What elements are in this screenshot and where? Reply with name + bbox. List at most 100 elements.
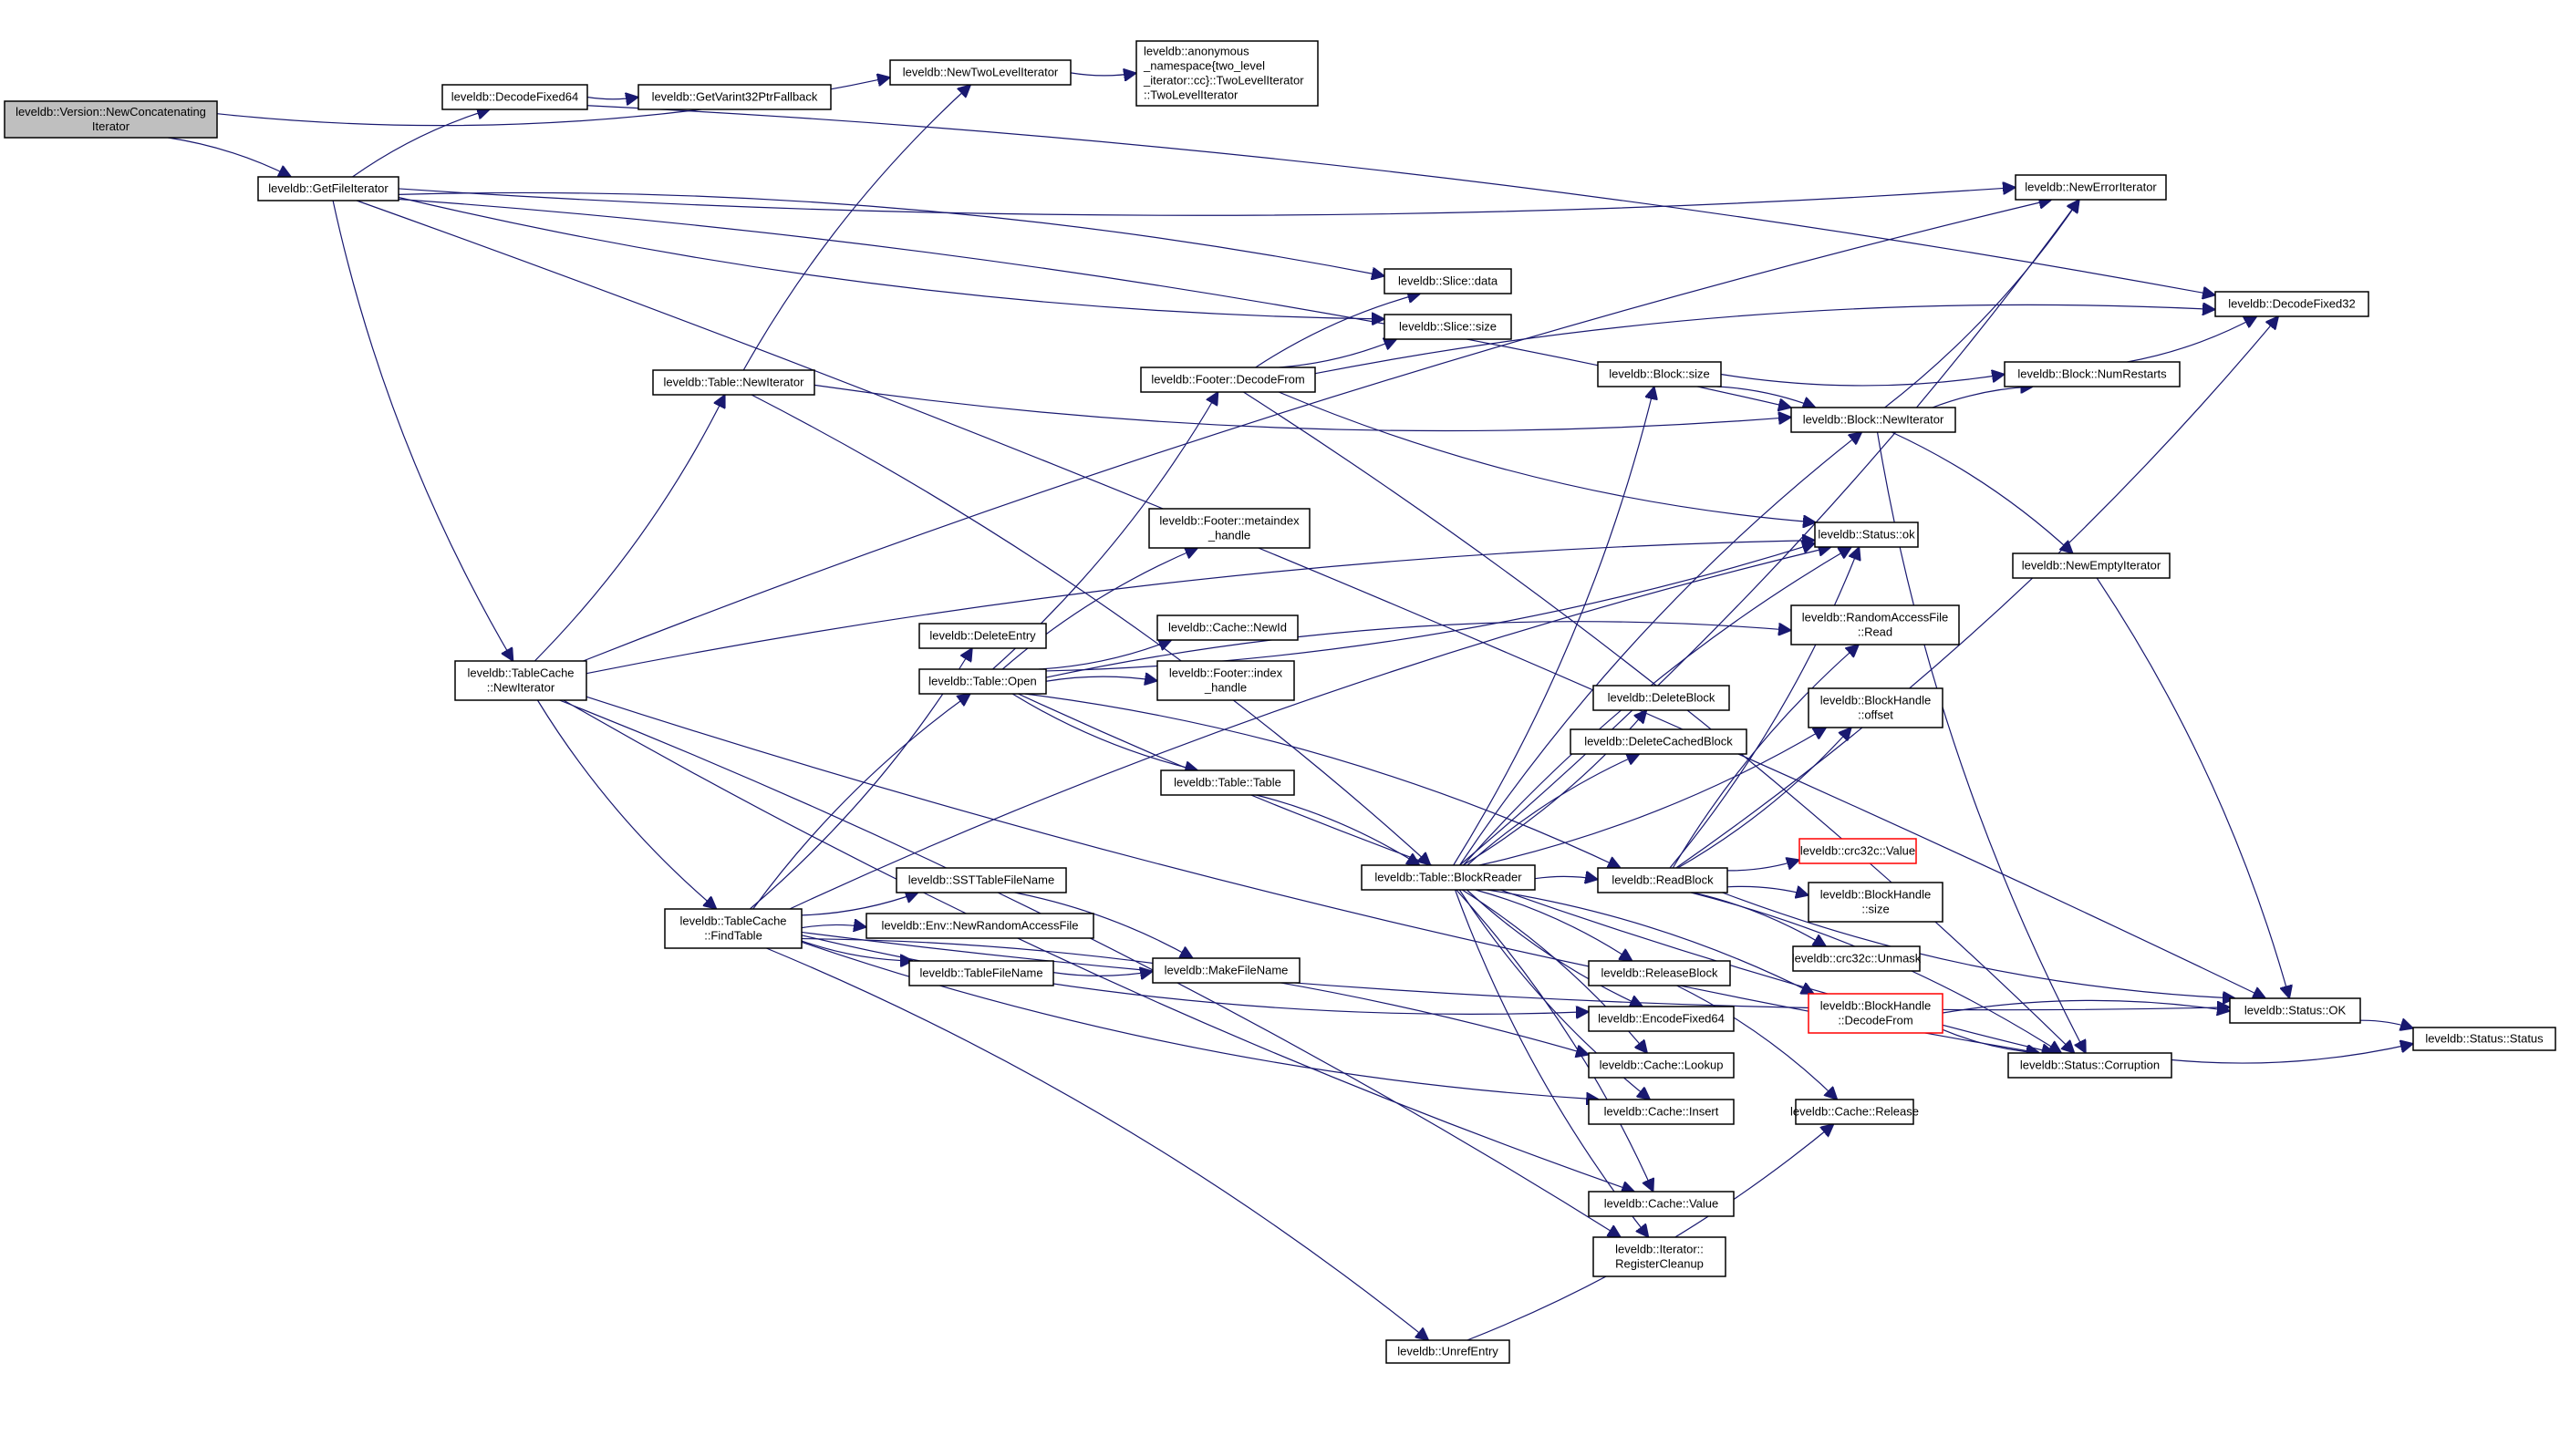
node-unrefentry[interactable]: leveldb::UnrefEntry [1385, 1339, 1510, 1364]
node-cacheinsert[interactable]: leveldb::Cache::Insert [1588, 1099, 1735, 1125]
node-encodefixed64[interactable]: leveldb::EncodeFixed64 [1588, 1006, 1735, 1032]
edge-getfileiter-to-slicedata [398, 191, 1384, 275]
node-getvarint[interactable]: leveldb::GetVarint32PtrFallback [637, 84, 832, 110]
node-label: leveldb::TableCache [467, 666, 574, 680]
node-newerroriter[interactable]: leveldb::NewErrorIterator [2015, 174, 2167, 201]
node-label: RegisterCleanup [1615, 1257, 1704, 1271]
edge-tablefilename-to-makefilename [1052, 971, 1153, 976]
node-label: leveldb::EncodeFixed64 [1598, 1012, 1725, 1026]
node-label: leveldb::DecodeFixed32 [2228, 297, 2355, 311]
node-bhdecode[interactable]: leveldb::BlockHandle::DecodeFrom [1808, 993, 1943, 1034]
node-newtwolevel[interactable]: leveldb::NewTwoLevelIterator [889, 59, 1072, 86]
node-bhoffset[interactable]: leveldb::BlockHandle::offset [1808, 687, 1943, 728]
node-metaindex[interactable]: leveldb::Footer::metaindex_handle [1148, 508, 1311, 549]
edge-statusOK-to-statusstatus [2359, 1020, 2413, 1028]
node-slicesize[interactable]: leveldb::Slice::size [1384, 314, 1512, 340]
node-box [2007, 1052, 2172, 1079]
node-deleteentry[interactable]: leveldb::DeleteEntry [918, 623, 1047, 649]
node-label: ::DecodeFrom [1838, 1014, 1912, 1027]
node-box [441, 84, 588, 110]
node-footerdecode[interactable]: leveldb::Footer::DecodeFrom [1140, 367, 1316, 393]
node-indexhandle[interactable]: leveldb::Footer::index_handle [1156, 660, 1295, 701]
node-readblock[interactable]: leveldb::ReadBlock [1597, 867, 1728, 893]
edge-readblock-to-bhoffset [1677, 728, 1851, 869]
node-blocksize[interactable]: leveldb::Block::size [1597, 361, 1722, 387]
edge-corruption-to-statusstatus [2171, 1044, 2413, 1064]
edge-tableopen-to-metaindex [1001, 548, 1197, 670]
node-statusstatus[interactable]: leveldb::Status::Status [2412, 1027, 2556, 1051]
node-label: leveldb::Status::Corruption [2020, 1058, 2160, 1072]
node-label: leveldb::crc32c::Unmask [1792, 952, 1922, 966]
node-box [889, 59, 1072, 86]
node-label: leveldb::DeleteCachedBlock [1584, 735, 1733, 749]
node-box [918, 623, 1047, 649]
node-label: _handle [1207, 529, 1250, 542]
node-findtable[interactable]: leveldb::TableCache::FindTable [664, 908, 803, 949]
node-bhsize[interactable]: leveldb::BlockHandle::size [1808, 882, 1943, 923]
node-statusOK[interactable]: leveldb::Status::OK [2229, 997, 2361, 1024]
node-sstname[interactable]: leveldb::SSTTableFileName [896, 867, 1067, 893]
node-statusok[interactable]: leveldb::Status::ok [1814, 521, 1919, 548]
node-box [1156, 660, 1295, 701]
node-label: leveldb::Block::NumRestarts [2017, 367, 2167, 381]
node-cachenewid[interactable]: leveldb::Cache::NewId [1156, 614, 1299, 641]
node-makefilename[interactable]: leveldb::MakeFileName [1152, 957, 1301, 984]
edge-getfileiter-to-tcnewiter [332, 200, 513, 661]
edge-getfileiter-to-slicesize [398, 196, 1384, 319]
node-tabletable[interactable]: leveldb::Table::Table [1160, 769, 1295, 796]
node-label: ::Read [1858, 625, 1892, 639]
node-crcvalue[interactable]: leveldb::crc32c::Value [1798, 838, 1917, 864]
node-slicedata[interactable]: leveldb::Slice::data [1384, 268, 1512, 294]
node-label: leveldb::Table::Open [928, 675, 1037, 688]
node-box [1361, 864, 1536, 891]
node-label: _handle [1204, 681, 1247, 695]
node-label: leveldb::TableFileName [919, 966, 1042, 980]
node-box [664, 908, 803, 949]
node-label: leveldb::NewEmptyIterator [2022, 559, 2161, 573]
edge-decodefixed64-to-getvarint [586, 98, 638, 99]
node-decodefixed32[interactable]: leveldb::DecodeFixed32 [2214, 291, 2369, 317]
edge-findtable-to-tableopen [752, 694, 970, 910]
node-cachevalue[interactable]: leveldb::Cache::Value [1588, 1191, 1735, 1217]
node-envnewraf[interactable]: leveldb::Env::NewRandomAccessFile [865, 913, 1094, 939]
node-label: leveldb::Status::Status [2425, 1032, 2544, 1046]
node-label: leveldb::Block::NewIterator [1803, 413, 1944, 427]
edge-blocknewiter-to-numrestarts [1932, 387, 2033, 408]
node-box [908, 960, 1054, 986]
node-deleteblock[interactable]: leveldb::DeleteBlock [1592, 685, 1730, 711]
edge-root-to-getfileiter [168, 137, 291, 177]
node-root[interactable]: leveldb::Version::NewConcatenatingIterat… [4, 100, 218, 139]
node-numrestarts[interactable]: leveldb::Block::NumRestarts [2004, 361, 2181, 387]
node-tablenewiter[interactable]: leveldb::Table::NewIterator [652, 369, 815, 396]
node-deletecached[interactable]: leveldb::DeleteCachedBlock [1570, 728, 1747, 755]
node-tableopen[interactable]: leveldb::Table::Open [918, 668, 1047, 695]
node-tcnewiter[interactable]: leveldb::TableCache::NewIterator [454, 660, 587, 701]
node-box [865, 913, 1094, 939]
node-decodefixed64[interactable]: leveldb::DecodeFixed64 [441, 84, 588, 110]
node-box [1135, 40, 1319, 107]
node-newempty[interactable]: leveldb::NewEmptyIterator [2012, 552, 2171, 579]
node-corruption[interactable]: leveldb::Status::Corruption [2007, 1052, 2172, 1079]
node-box [652, 369, 815, 396]
node-rafread[interactable]: leveldb::RandomAccessFile::Read [1790, 604, 1960, 645]
node-cachelookup[interactable]: leveldb::Cache::Lookup [1588, 1052, 1735, 1079]
node-crcunmask[interactable]: leveldb::crc32c::Unmask [1792, 945, 1922, 972]
node-label: ::TwoLevelIterator [1144, 88, 1239, 102]
node-tablefilename[interactable]: leveldb::TableFileName [908, 960, 1054, 986]
edge-readblock-to-bhsize [1726, 886, 1809, 895]
edge-findtable-to-tablefilename [801, 940, 913, 961]
node-label: leveldb::ReleaseBlock [1601, 966, 1718, 980]
node-twolevel[interactable]: leveldb::anonymous_namespace{two_level_i… [1135, 40, 1319, 107]
node-blockreader[interactable]: leveldb::Table::BlockReader [1361, 864, 1536, 891]
node-cacherelease[interactable]: leveldb::Cache::Release [1790, 1099, 1919, 1125]
edge-findtable-to-statusok [789, 547, 1831, 910]
node-releaseblock[interactable]: leveldb::ReleaseBlock [1588, 960, 1731, 986]
node-regcleanup[interactable]: leveldb::Iterator::RegisterCleanup [1592, 1236, 1726, 1277]
node-label: ::FindTable [704, 929, 762, 943]
node-label: leveldb::ReadBlock [1612, 873, 1714, 887]
node-blocknewiter[interactable]: leveldb::Block::NewIterator [1790, 407, 1956, 433]
node-box [1597, 867, 1728, 893]
edge-blocksize-to-numrestarts [1720, 375, 2005, 387]
nodes-layer: leveldb::Version::NewConcatenatingIterat… [4, 40, 2556, 1364]
node-getfileiter[interactable]: leveldb::GetFileIterator [257, 176, 399, 201]
